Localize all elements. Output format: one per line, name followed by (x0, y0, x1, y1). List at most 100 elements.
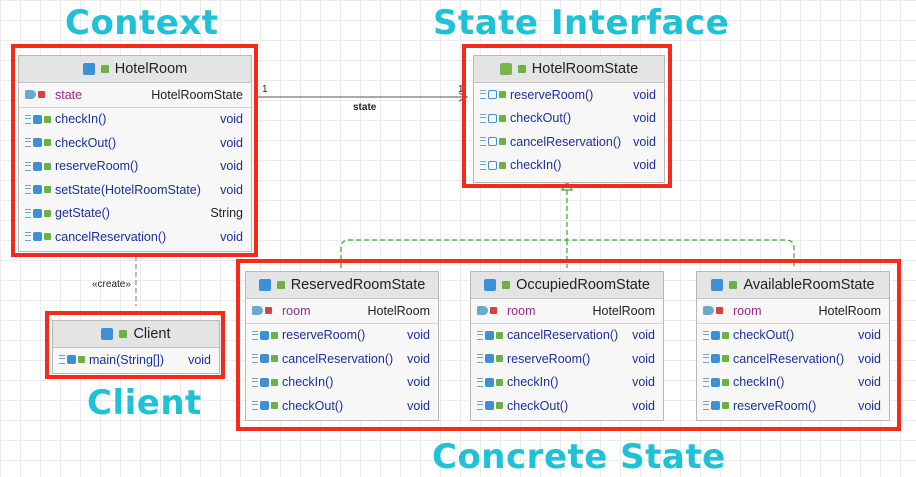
association-arrowhead (458, 92, 469, 102)
method-type: void (188, 352, 211, 367)
method-type: void (407, 398, 430, 413)
public-icon (722, 355, 729, 363)
method-row[interactable]: checkOut()void (474, 107, 664, 131)
public-icon (496, 378, 503, 386)
method-cube-icon (711, 377, 720, 387)
public-icon (271, 355, 278, 363)
method-row[interactable]: checkIn()void (471, 371, 663, 395)
private-icon (265, 307, 272, 315)
method-name: checkOut() (510, 111, 572, 126)
method-name: setState(HotelRoomState) (55, 182, 201, 197)
method-row[interactable]: reserveRoom() void (471, 347, 663, 371)
multiplicity-right: 1 (458, 84, 464, 95)
public-icon (722, 402, 729, 410)
class-name: HotelRoomState (531, 61, 639, 77)
method-name: reserveRoom() (510, 87, 594, 102)
method-name: reserveRoom() (282, 328, 366, 343)
method-row[interactable]: reserveRoom()void (474, 83, 664, 107)
method-row[interactable]: getState()String (19, 202, 251, 226)
method-cube-icon (67, 355, 76, 365)
method-name: checkOut() (282, 398, 344, 413)
public-icon (722, 331, 729, 339)
public-icon (496, 355, 503, 363)
method-row[interactable]: setState(HotelRoomState)void (19, 178, 251, 202)
method-icon (252, 354, 258, 364)
method-row[interactable]: checkOut()void (471, 394, 663, 418)
class-header: HotelRoom (19, 56, 251, 83)
public-icon (499, 91, 506, 99)
class-header: AvailableRoomState (697, 272, 889, 299)
method-type: void (220, 135, 243, 150)
method-row[interactable]: checkIn()void (19, 108, 251, 132)
method-row[interactable]: checkOut()void (19, 131, 251, 155)
method-icon (703, 354, 709, 364)
method-icon (480, 90, 486, 100)
state-interface-title: State Interface (433, 3, 730, 43)
method-row[interactable]: cancelReservation()void (19, 225, 251, 249)
method-row[interactable]: checkIn()void (697, 371, 889, 395)
method-name: checkIn() (55, 112, 107, 127)
method-type: void (407, 351, 430, 366)
public-icon (729, 281, 738, 289)
interface-hotel-room-state[interactable]: HotelRoomState reserveRoom()void checkOu… (473, 55, 665, 183)
method-name: reserveRoom() (733, 398, 817, 413)
method-row[interactable]: reserveRoom() void (697, 394, 889, 418)
method-icon (480, 160, 486, 170)
method-icon (703, 401, 709, 411)
method-row[interactable]: reserveRoom()void (246, 324, 438, 348)
field-name: room (282, 303, 311, 318)
public-icon (499, 114, 506, 122)
class-icon (101, 328, 114, 340)
method-row[interactable]: checkIn()void (474, 154, 664, 178)
method-row[interactable]: cancelReservation()void (474, 130, 664, 154)
class-name: ReservedRoomState (290, 277, 426, 293)
class-icon (258, 279, 271, 291)
public-icon (271, 402, 278, 410)
method-name: reserveRoom() (507, 351, 591, 366)
field-icon (252, 306, 263, 316)
association-label: state (353, 102, 377, 113)
public-icon (44, 115, 51, 123)
method-row[interactable]: cancelReservation()void (697, 347, 889, 371)
method-icon (25, 138, 31, 148)
method-type: void (632, 328, 655, 343)
method-type: void (632, 351, 655, 366)
method-icon (25, 185, 31, 195)
method-name: checkIn() (507, 375, 559, 390)
public-icon (44, 233, 51, 241)
method-cube-icon (711, 330, 720, 340)
method-icon (252, 330, 258, 340)
method-row[interactable]: checkOut() void (697, 324, 889, 348)
state-interface-highlight (462, 44, 672, 188)
public-icon (496, 402, 503, 410)
class-client[interactable]: Client main(String[])void (52, 320, 220, 374)
method-row[interactable]: cancelReservation()void (471, 324, 663, 348)
class-name: Client (133, 326, 171, 342)
method-type: void (858, 328, 881, 343)
method-name: checkIn() (282, 375, 334, 390)
public-icon (499, 161, 506, 169)
method-row[interactable]: main(String[])void (53, 348, 219, 372)
method-cube-icon (33, 185, 42, 195)
private-icon (490, 307, 497, 315)
method-row[interactable]: cancelReservation()void (246, 347, 438, 371)
class-icon (484, 279, 497, 291)
method-type: void (858, 351, 881, 366)
method-row[interactable]: checkIn()void (246, 371, 438, 395)
method-row[interactable]: reserveRoom()void (19, 155, 251, 179)
method-name: checkOut() (733, 328, 795, 343)
class-header: HotelRoomState (474, 56, 664, 83)
method-row[interactable]: checkOut() void (246, 394, 438, 418)
abstract-method-icon (488, 137, 497, 147)
method-type: void (858, 398, 881, 413)
method-icon (252, 377, 258, 387)
